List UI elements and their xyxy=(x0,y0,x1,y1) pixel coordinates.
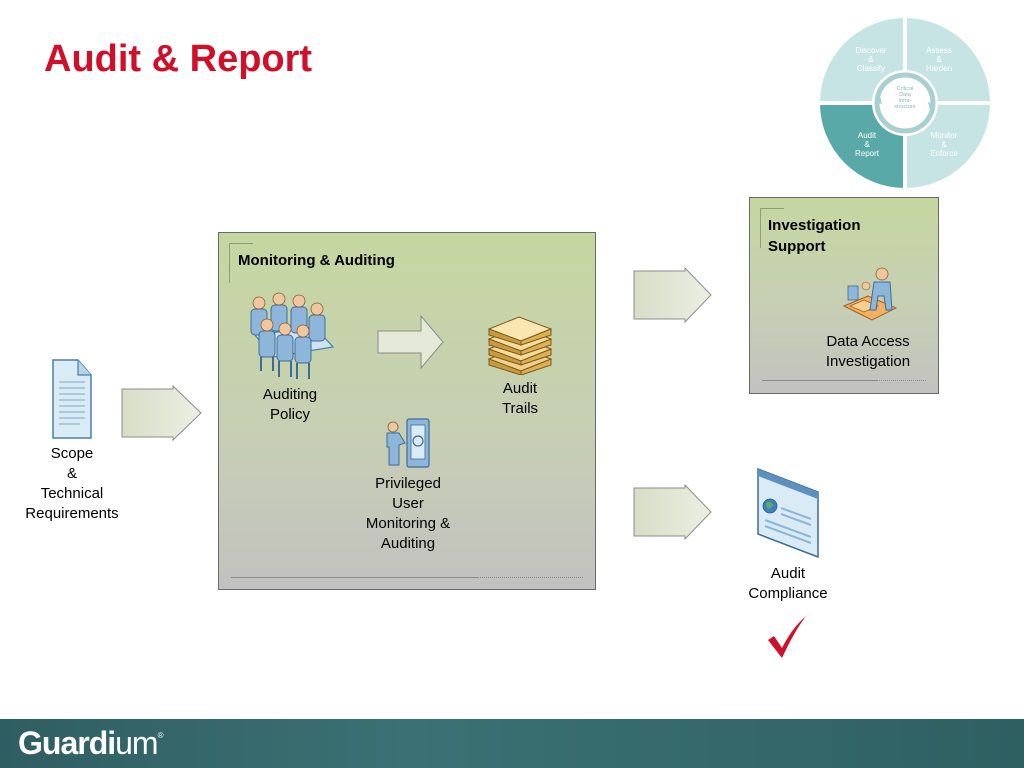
data-access-investigation-label: Data Access Investigation xyxy=(825,333,911,370)
flow-arrow-inner xyxy=(377,315,444,369)
lifecycle-wheel: Discover & Classify Assess & Harden Audi… xyxy=(818,16,992,190)
investigation-support-panel: Investigation Support Data Access Invest… xyxy=(749,197,939,394)
panel-bracket xyxy=(760,208,784,248)
wheel-segment-audit: Audit & Report xyxy=(854,131,879,158)
footer-bar: Guardium® xyxy=(0,719,1024,768)
investigator-icon xyxy=(842,267,898,321)
user-at-server-icon xyxy=(386,418,430,468)
meeting-group-icon xyxy=(250,292,335,379)
stacked-records-icon xyxy=(487,316,553,375)
privileged-user-label: Privileged User Monitoring & Auditing xyxy=(365,475,451,552)
checkmark-icon xyxy=(768,616,806,658)
wheel-segment-monitor: Monitor & Enforce xyxy=(930,131,958,158)
brand-logo-part: i xyxy=(107,725,116,761)
brand-trademark: ® xyxy=(157,731,164,740)
panel-rule xyxy=(231,577,583,578)
wheel-center-label: Critical Data Infra- structure xyxy=(894,86,916,110)
brand-logo: Guardium® xyxy=(18,725,164,762)
flow-arrow-investigation xyxy=(633,267,712,323)
report-window-icon xyxy=(757,467,819,559)
panel-rule xyxy=(762,380,926,381)
document-icon xyxy=(52,359,92,439)
wheel-segment-discover: Discover & Classify xyxy=(855,46,887,73)
audit-compliance-label: Audit Compliance xyxy=(748,565,828,602)
flow-arrow-scope xyxy=(121,385,202,441)
wheel-segment-assess: Assess & Harden xyxy=(925,46,953,73)
audit-trails-label: Audit Trails xyxy=(501,380,539,417)
page-title: Audit & Report xyxy=(44,38,313,80)
investigation-panel-title: Investigation Support xyxy=(768,217,861,255)
brand-logo-part: Guard xyxy=(18,725,108,761)
flow-arrow-compliance xyxy=(633,484,712,540)
lifecycle-wheel-graphic xyxy=(818,16,992,190)
monitoring-panel-title: Monitoring & Auditing xyxy=(238,252,395,269)
auditing-policy-label: Auditing Policy xyxy=(262,386,318,423)
monitoring-auditing-panel: Monitoring & Auditing Auditing Policy xyxy=(218,232,596,590)
brand-logo-part: um xyxy=(115,725,158,761)
scope-label: Scope & Technical Requirements xyxy=(25,445,119,522)
panel-bracket xyxy=(229,243,253,283)
